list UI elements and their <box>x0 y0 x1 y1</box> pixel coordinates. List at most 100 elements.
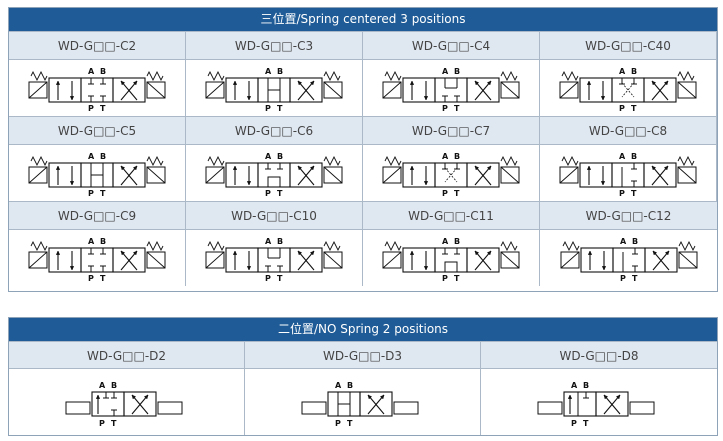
flow-line <box>131 394 148 415</box>
flow-arrowhead <box>143 394 148 400</box>
solenoid-diagonal <box>677 81 697 99</box>
flow-arrowhead <box>367 394 372 400</box>
flow-line <box>367 394 384 415</box>
port-label: P <box>442 104 448 112</box>
port-label: B <box>277 67 283 76</box>
solenoid-right-icon <box>500 166 520 184</box>
solenoid-diagonal <box>205 166 225 184</box>
flow-arrowhead <box>664 250 669 256</box>
valve-envelope <box>466 162 500 188</box>
spring-icon <box>678 240 695 252</box>
solenoid-right-icon <box>677 166 697 184</box>
flow-arrowhead <box>69 181 75 186</box>
flow-arrowhead <box>55 250 61 255</box>
valve-code: WD-G□□-D2 <box>9 341 244 369</box>
flow-arrowhead <box>297 80 303 86</box>
solenoid-left-icon <box>382 166 402 184</box>
flow-arrowhead <box>297 165 303 171</box>
spring-icon <box>30 155 48 167</box>
valve-code: WD-G□□-C9 <box>9 201 185 230</box>
flow-arrowhead <box>69 96 75 101</box>
actuator-right-icon <box>393 401 418 415</box>
valve-envelope <box>225 77 259 103</box>
actuator-left-icon <box>301 401 326 415</box>
port-label: A <box>619 67 626 76</box>
port-label: P <box>265 274 271 282</box>
spring-icon <box>500 70 518 82</box>
solenoid-right-icon <box>677 81 697 99</box>
solenoid-diagonal <box>323 251 343 269</box>
valve-code: WD-G□□-C11 <box>363 201 539 230</box>
solenoid-left-icon <box>559 166 579 184</box>
restrictor-line <box>444 167 458 183</box>
valve-envelope <box>643 77 677 103</box>
actuator-left-icon <box>537 401 563 415</box>
port-label: P <box>265 104 271 112</box>
valve-envelope <box>112 162 146 188</box>
solenoid-left-icon <box>28 166 48 184</box>
restrictor-line <box>621 82 635 98</box>
flow-arrowhead <box>409 80 415 85</box>
solenoid-left-icon <box>205 166 225 184</box>
three-position-table: 三位置/Spring centered 3 positions WD-G□□-C… <box>8 7 718 292</box>
valve-envelope <box>595 391 629 417</box>
actuator-right-icon <box>629 401 655 415</box>
valve-code: WD-G□□-C40 <box>540 31 716 60</box>
solenoid-right-icon <box>500 81 520 99</box>
port-label: A <box>265 67 272 76</box>
solenoid-left-icon <box>205 251 225 269</box>
valve-code: WD-G□□-C3 <box>186 31 362 60</box>
port-label: P <box>571 419 577 428</box>
spring-icon <box>207 70 225 82</box>
spring-icon <box>500 240 518 252</box>
valve-envelope <box>112 77 146 103</box>
flow-arrowhead <box>131 394 136 400</box>
solenoid-diagonal <box>28 251 48 269</box>
spring-icon <box>384 155 402 167</box>
port-label: B <box>277 152 283 161</box>
valve-envelope <box>257 162 291 188</box>
port-label: P <box>442 274 448 282</box>
spring-icon <box>323 70 341 82</box>
flow-arrowhead <box>474 250 480 256</box>
flow-line <box>297 250 315 271</box>
port-label: B <box>100 152 106 161</box>
flow-arrowhead <box>600 96 606 101</box>
flow-arrowhead <box>474 165 480 171</box>
solenoid-diagonal <box>500 166 520 184</box>
port-label: P <box>88 274 94 282</box>
flow-arrowhead <box>246 181 252 186</box>
valve-envelope <box>466 247 500 273</box>
solenoid-diagonal <box>205 81 225 99</box>
flow-arrowhead <box>132 80 138 86</box>
actuator-left-icon <box>65 401 90 415</box>
port-label: B <box>277 237 283 246</box>
spring-icon <box>500 155 518 167</box>
solenoid-right-icon <box>500 251 520 269</box>
valve-code: WD-G□□-D8 <box>481 341 717 369</box>
flow-line <box>120 80 138 101</box>
port-label: T <box>454 104 460 112</box>
flow-arrowhead <box>601 266 606 271</box>
valve-code: WD-G□□-C7 <box>363 116 539 145</box>
flow-line <box>474 250 492 271</box>
center-box <box>444 261 458 273</box>
spring-icon <box>677 155 695 167</box>
valve-envelope <box>611 77 645 103</box>
port-label: T <box>583 419 589 428</box>
flow-arrowhead <box>651 165 657 171</box>
port-label: B <box>454 237 460 246</box>
solenoid-diagonal <box>500 81 520 99</box>
